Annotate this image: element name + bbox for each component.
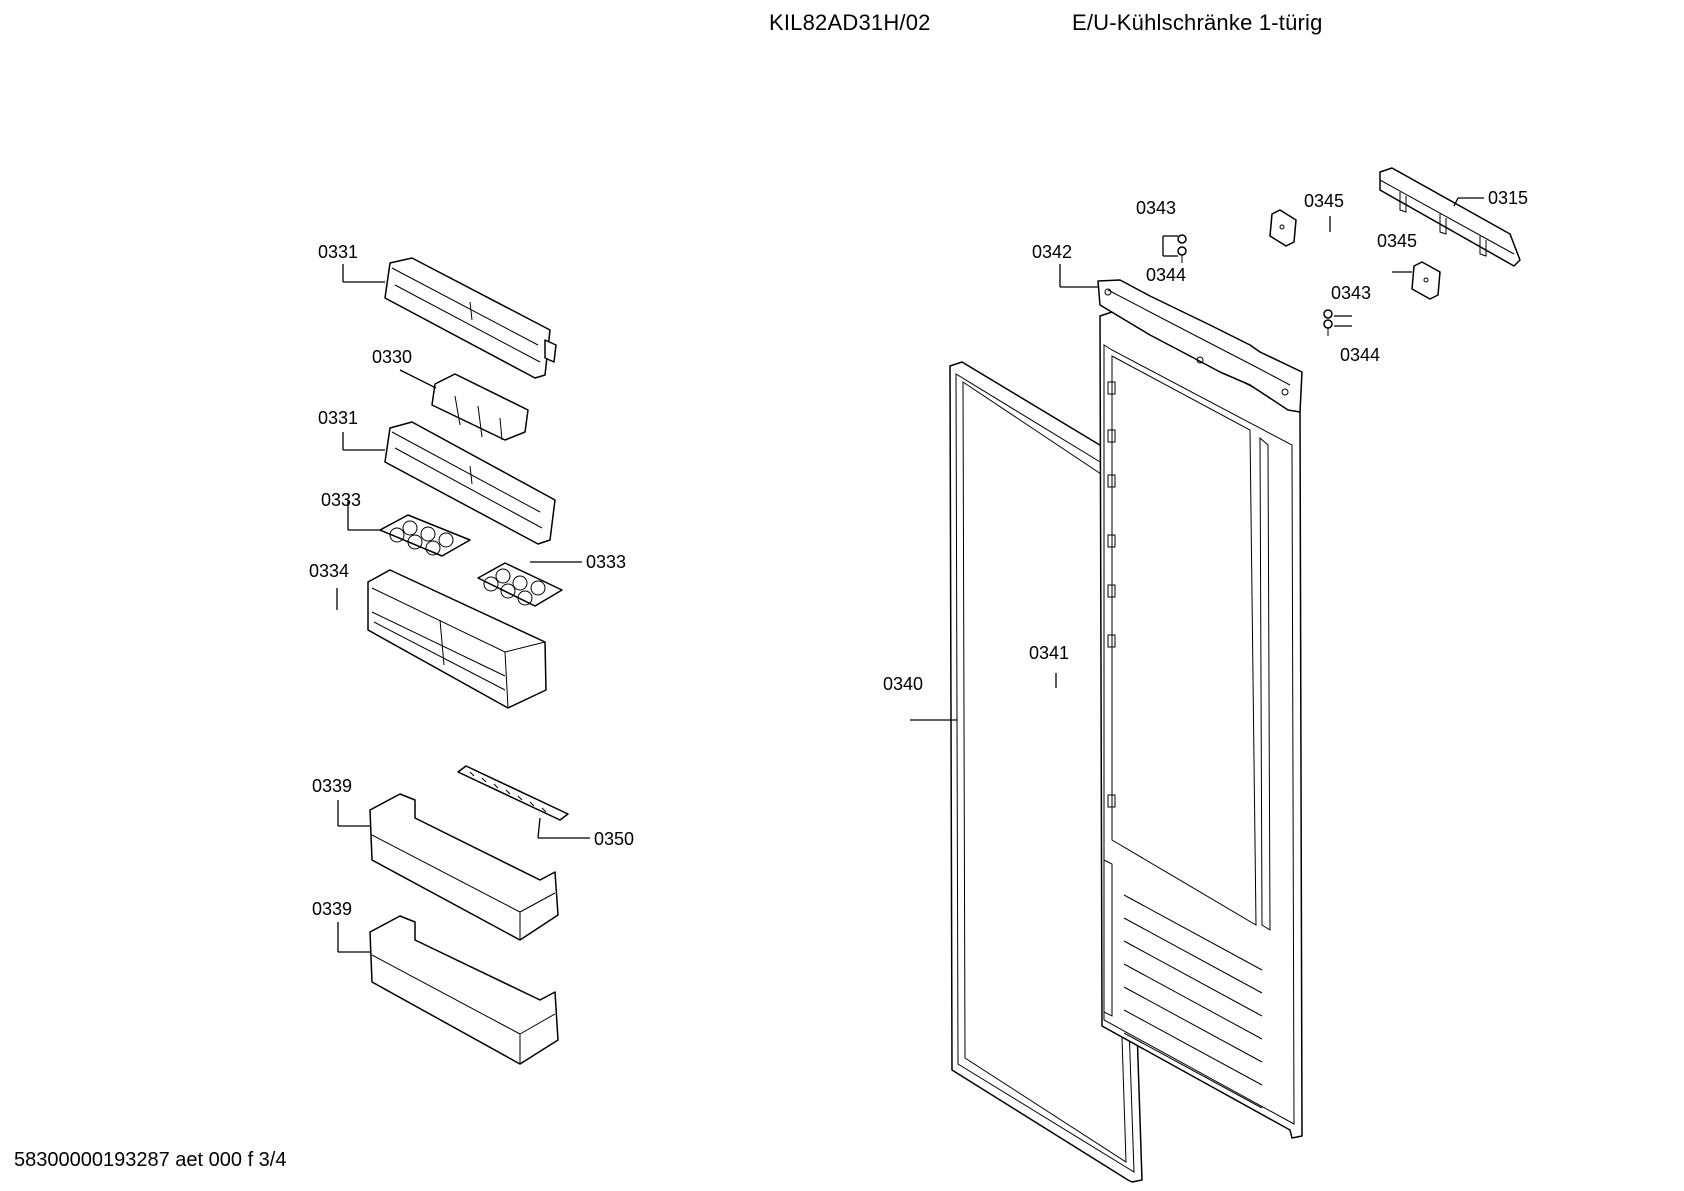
part-0331-upper-shelf	[384, 257, 557, 379]
part-0342-hinge-bracket	[1097, 279, 1303, 413]
part-0340-door-gasket-frame	[949, 361, 1143, 1183]
part-0339-upper-bottle-shelf	[369, 793, 559, 941]
part-0315-top-cover	[1379, 167, 1521, 267]
document-footer: 58300000193287 aet 000 f 3/4	[14, 1149, 287, 1171]
label-0350: 0350	[594, 829, 634, 849]
label-0344-lower: 0344	[1340, 345, 1380, 365]
part-0350-strip	[457, 765, 569, 821]
label-0330: 0330	[372, 347, 412, 367]
label-0341: 0341	[1029, 643, 1069, 663]
part-0345-cap-lower	[1411, 261, 1441, 300]
model-number: KIL82AD31H/02	[769, 10, 931, 35]
label-0342: 0342	[1032, 242, 1072, 262]
part-0333-egg-tray-left	[379, 514, 471, 557]
label-0331-lower: 0331	[318, 408, 358, 428]
label-0345-lower: 0345	[1377, 231, 1417, 251]
part-0345-cap-upper	[1269, 209, 1297, 247]
leader-0315-v	[1453, 197, 1459, 207]
label-0344-upper: 0344	[1146, 265, 1186, 285]
part-0330-small-holder	[431, 373, 529, 441]
part-0343-0344-upper-screws	[1177, 234, 1187, 263]
label-0339-lower: 0339	[312, 899, 352, 919]
label-0339-upper: 0339	[312, 776, 352, 796]
label-0343-lower: 0343	[1331, 283, 1371, 303]
part-0334-dairy-compartment	[367, 569, 547, 709]
part-0341-inner-door-liner	[1099, 311, 1303, 1139]
label-0340: 0340	[883, 674, 923, 694]
appliance-category: E/U-Kühlschränke 1-türig	[1072, 10, 1323, 35]
part-0339-lower-bottle-shelf	[369, 915, 559, 1065]
label-0333-right: 0333	[586, 552, 626, 572]
part-0333-egg-tray-right	[477, 562, 563, 607]
label-0315: 0315	[1488, 188, 1528, 208]
part-0331-lower-shelf	[384, 421, 556, 545]
label-0333-left: 0333	[321, 490, 361, 510]
label-0345-upper: 0345	[1304, 191, 1344, 211]
leader-0350-v	[537, 817, 541, 839]
part-0343-0344-lower-screws	[1323, 309, 1333, 336]
leader-0330	[399, 369, 437, 389]
label-0343-upper: 0343	[1136, 198, 1176, 218]
label-0331-upper: 0331	[318, 242, 358, 262]
label-0334: 0334	[309, 561, 349, 581]
